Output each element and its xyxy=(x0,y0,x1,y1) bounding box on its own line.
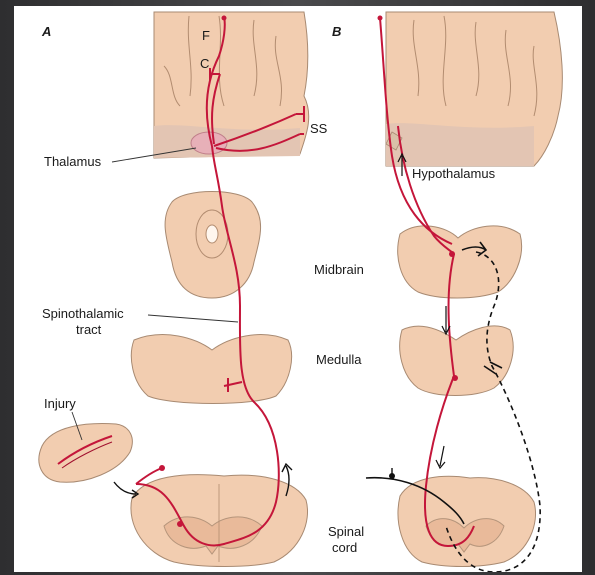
label-f: F xyxy=(202,28,210,43)
injury-skin xyxy=(39,424,132,483)
label-injury: Injury xyxy=(44,396,76,411)
label-medulla: Medulla xyxy=(316,352,362,367)
cortex-b xyxy=(386,12,562,166)
label-spinal: Spinal xyxy=(328,524,364,539)
medulla-a xyxy=(131,335,291,404)
pain-pathway-diagram: A xyxy=(14,6,582,572)
label-tract: tract xyxy=(76,322,102,337)
panel-a-label: A xyxy=(41,24,51,39)
label-hypothalamus: Hypothalamus xyxy=(412,166,496,181)
medulla-b xyxy=(400,326,513,396)
spinothalamic-leader xyxy=(148,315,238,322)
spinal-cord-b xyxy=(398,476,535,566)
label-midbrain: Midbrain xyxy=(314,262,364,277)
label-thalamus: Thalamus xyxy=(44,154,102,169)
label-cord: cord xyxy=(332,540,357,555)
cortex-a xyxy=(154,12,309,158)
label-spinothalamic: Spinothalamic xyxy=(42,306,124,321)
label-ss: SS xyxy=(310,121,328,136)
diagram-canvas: A xyxy=(14,6,582,572)
midbrain-a xyxy=(165,192,261,299)
label-c: C xyxy=(200,56,209,71)
panel-b-label: B xyxy=(332,24,341,39)
midbrain-b xyxy=(398,226,522,298)
